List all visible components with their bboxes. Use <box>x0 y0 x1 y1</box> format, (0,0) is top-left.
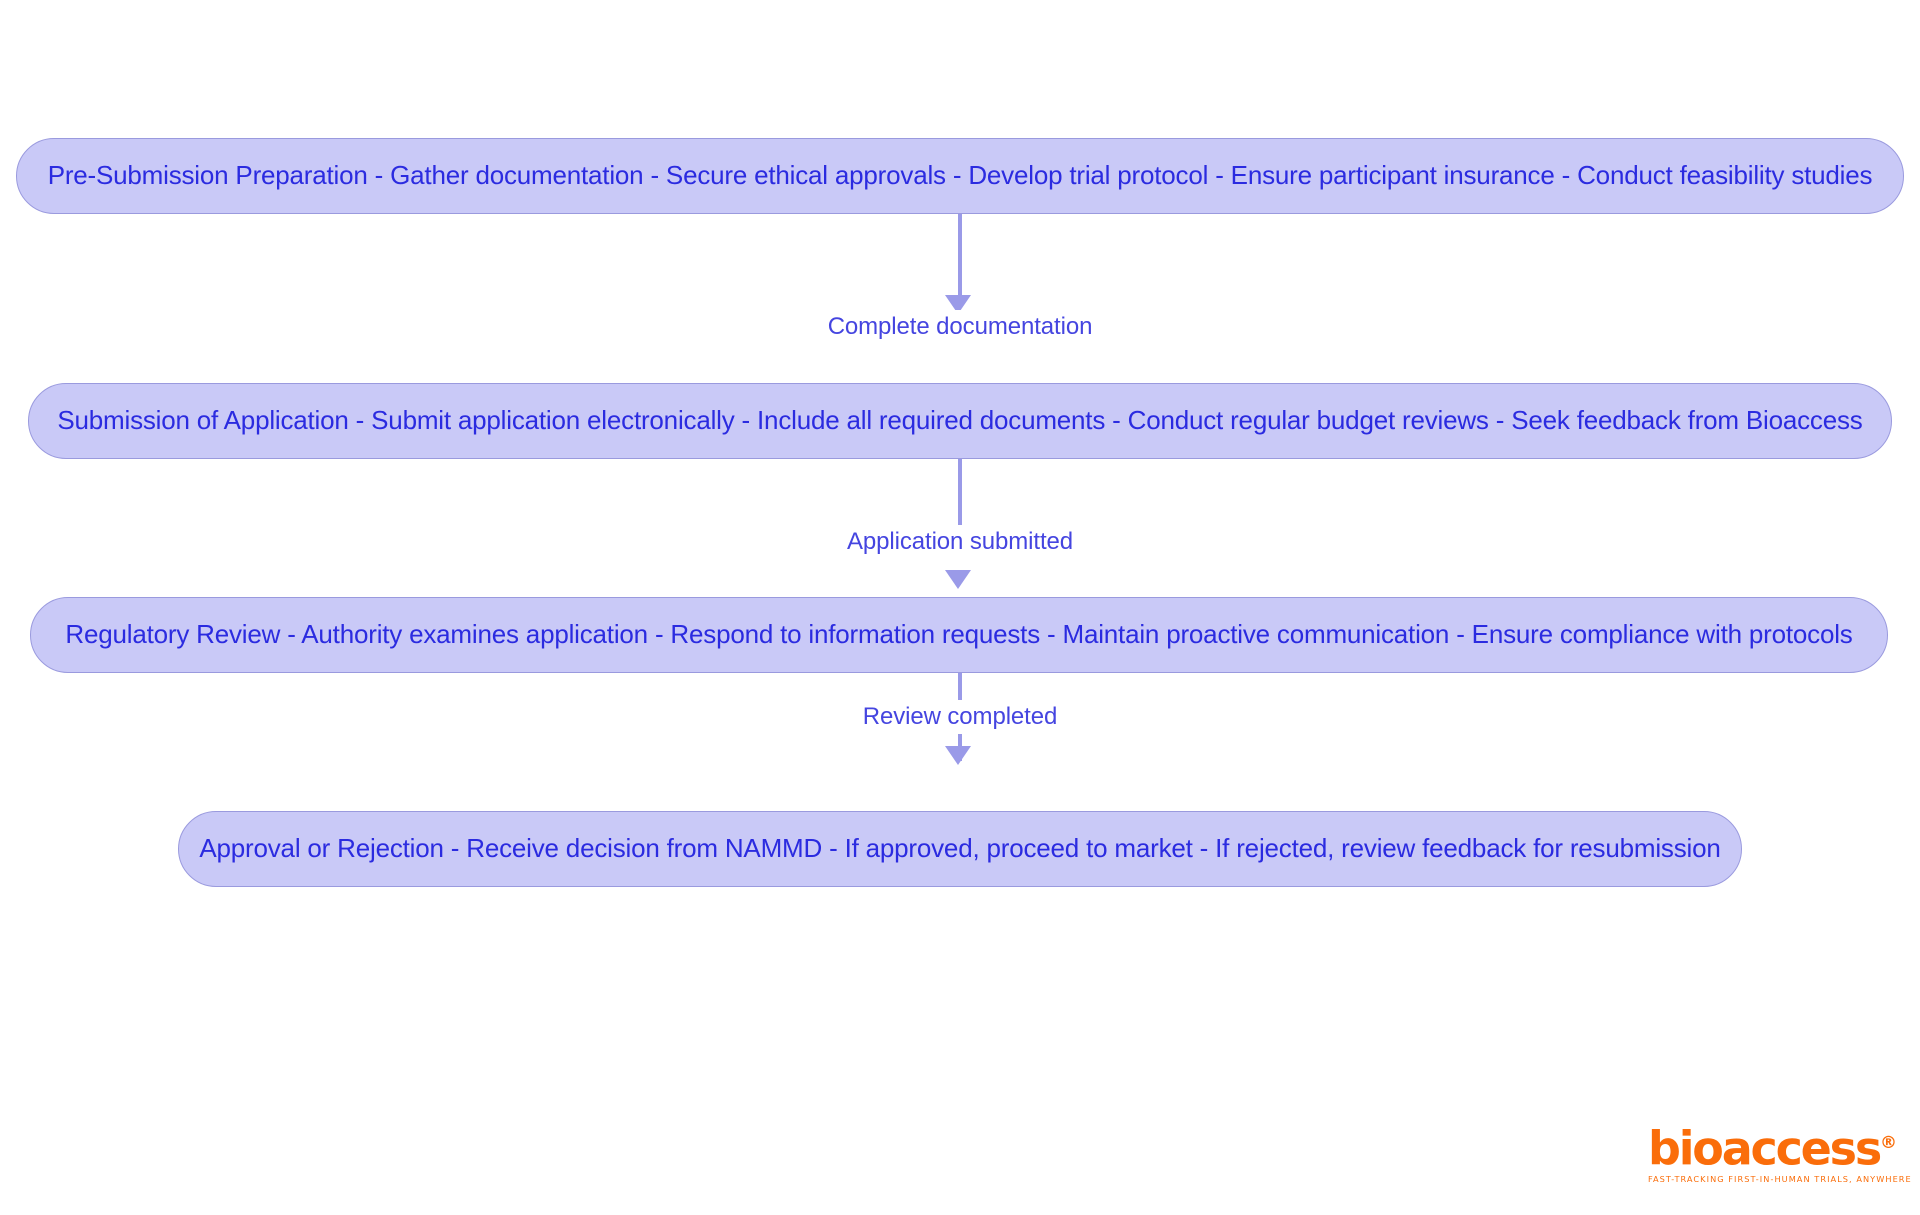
edge-3-label: Review completed <box>853 700 1067 734</box>
edge-1-line <box>958 214 962 302</box>
node-label: Pre-Submission Preparation - Gather docu… <box>47 160 1873 191</box>
bioaccess-wordmark-text: bioaccess <box>1648 1121 1882 1176</box>
flowchart-node-regulatory-review[interactable]: Regulatory Review - Authority examines a… <box>30 597 1888 673</box>
registered-trademark-icon: ® <box>1880 1133 1898 1153</box>
node-label: Submission of Application - Submit appli… <box>57 405 1863 436</box>
node-label: Approval or Rejection - Receive decision… <box>199 833 1721 864</box>
bioaccess-wordmark: bioaccess® <box>1648 1120 1910 1171</box>
edge-2-arrowhead <box>945 570 971 589</box>
flowchart-node-submission-of-application[interactable]: Submission of Application - Submit appli… <box>28 383 1892 459</box>
bioaccess-tagline: FAST-TRACKING FIRST-IN-HUMAN TRIALS, ANY… <box>1648 1174 1912 1185</box>
edge-2-label: Application submitted <box>837 525 1083 559</box>
edge-2-line <box>958 459 962 547</box>
edge-3-arrowhead <box>945 746 971 765</box>
flowchart-node-approval-or-rejection[interactable]: Approval or Rejection - Receive decision… <box>178 811 1742 887</box>
bioaccess-logo: bioaccess® FAST-TRACKING FIRST-IN-HUMAN … <box>1648 1120 1912 1186</box>
edge-1-arrowhead <box>945 295 971 314</box>
flowchart-node-pre-submission-preparation[interactable]: Pre-Submission Preparation - Gather docu… <box>16 138 1904 214</box>
edge-1-label: Complete documentation <box>818 310 1102 344</box>
node-label: Regulatory Review - Authority examines a… <box>65 619 1853 650</box>
